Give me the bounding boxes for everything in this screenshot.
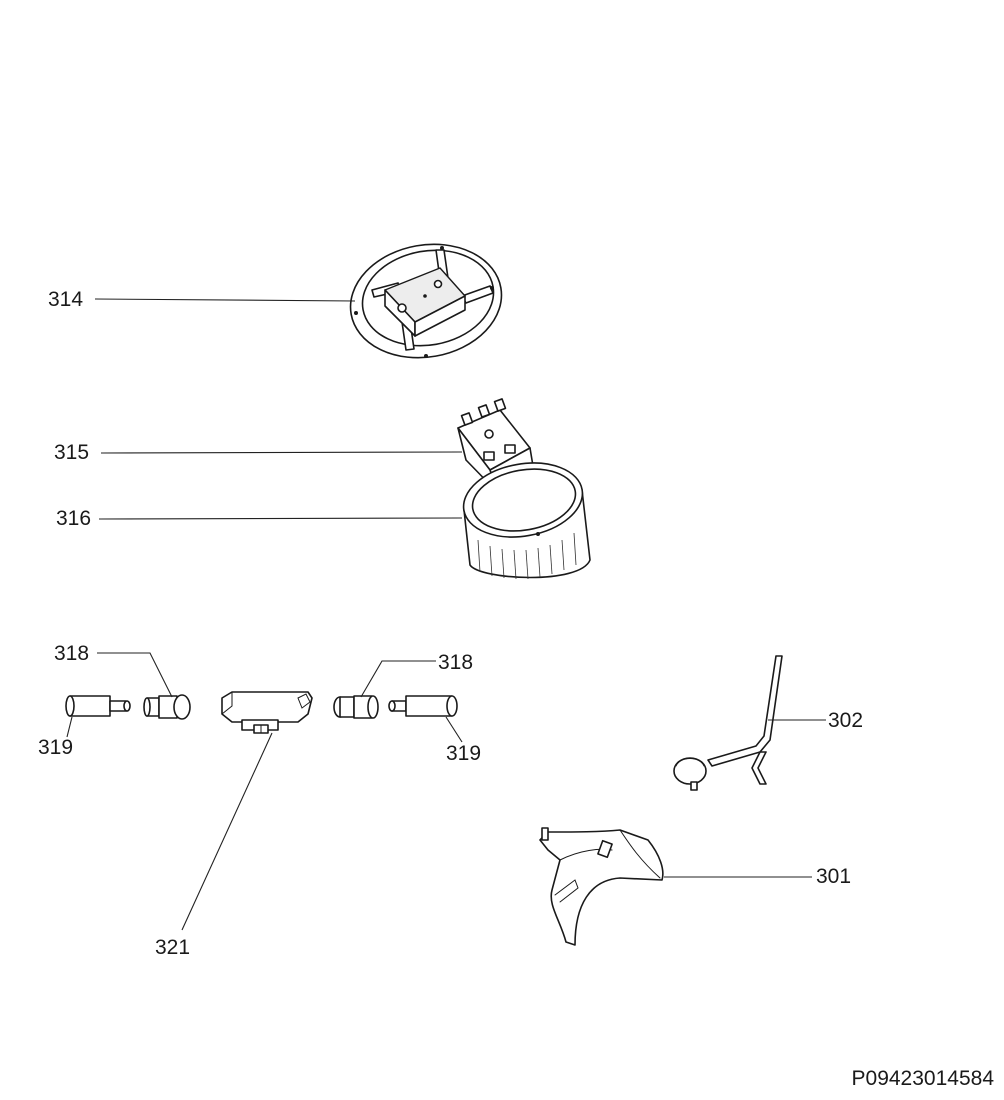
- callout-321: 321: [155, 936, 190, 959]
- callout-316: 316: [56, 507, 91, 530]
- callout-301: 301: [816, 865, 851, 888]
- part-314-mounting-ring[interactable]: [341, 233, 510, 370]
- callout-315: 315: [54, 441, 89, 464]
- callout-318-left: 318: [54, 642, 89, 665]
- leader-318-right: [360, 660, 436, 698]
- callout-labels: 314 315 316 318 318 319 319 321 302 301: [38, 288, 863, 959]
- part-318-left-bushing[interactable]: [143, 694, 191, 720]
- leader-318-left: [97, 652, 173, 698]
- leader-319-right: [445, 716, 463, 743]
- leader-316: [98, 517, 463, 520]
- leader-321: [181, 732, 273, 931]
- part-318-right-bushing[interactable]: [333, 695, 379, 719]
- part-316-cylinder-sleeve[interactable]: [458, 454, 591, 580]
- leader-319-left: [66, 716, 73, 738]
- part-321-connector-block[interactable]: [221, 691, 313, 734]
- part-319-left-pin[interactable]: [65, 695, 131, 717]
- part-319-right-pin[interactable]: [388, 695, 458, 717]
- leader-315: [100, 451, 463, 454]
- callout-318-right: 318: [438, 651, 473, 674]
- callout-319-right: 319: [446, 742, 481, 765]
- callout-302: 302: [828, 709, 863, 732]
- part-302-sensor-wire[interactable]: [673, 655, 783, 791]
- diagram-reference-code: P09423014584: [852, 1067, 995, 1090]
- callout-319-left: 319: [38, 736, 73, 759]
- part-301-curved-cover[interactable]: [539, 827, 664, 946]
- callout-314: 314: [48, 288, 83, 311]
- leader-314: [94, 298, 356, 302]
- leader-lines: [66, 298, 826, 931]
